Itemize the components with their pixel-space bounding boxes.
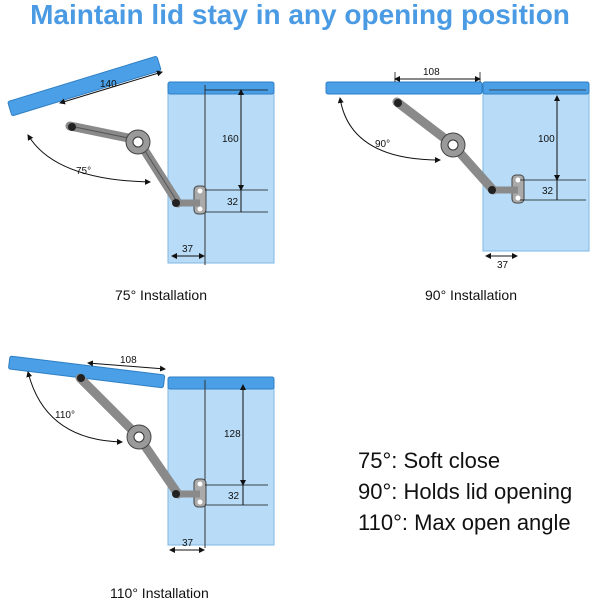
bracket-height-label: 32 bbox=[227, 197, 239, 208]
cabinet-body bbox=[167, 386, 275, 546]
cabinet-top bbox=[482, 81, 590, 95]
note-110: 110°: Max open angle bbox=[358, 510, 571, 535]
lid-length-label: 108 bbox=[423, 67, 440, 78]
angle-label: 90° bbox=[375, 139, 390, 150]
lid-length-label: 108 bbox=[120, 355, 137, 366]
cabinet-top bbox=[167, 81, 275, 95]
arm-height-label: 128 bbox=[224, 429, 241, 440]
cabinet-body bbox=[482, 92, 590, 252]
lid-panel bbox=[7, 56, 162, 117]
arm-height-label: 160 bbox=[222, 134, 239, 145]
stay-arm bbox=[75, 373, 207, 508]
diagram-75: 140 75° 160 32 37 bbox=[7, 56, 275, 265]
page-title: Maintain lid stay in any opening positio… bbox=[30, 0, 570, 30]
cabinet-body bbox=[167, 92, 275, 264]
diagram-90: 108 90° 100 32 37 bbox=[325, 67, 590, 271]
offset-label: 37 bbox=[182, 538, 194, 549]
diagram-110: 108 110° 128 32 37 bbox=[8, 355, 275, 553]
lid-panel bbox=[325, 81, 483, 95]
note-75: 75°: Soft close bbox=[358, 448, 501, 473]
arm-height-label: 100 bbox=[538, 134, 555, 145]
caption-110: 110° Installation bbox=[110, 585, 209, 601]
offset-label: 37 bbox=[182, 244, 194, 255]
caption-90: 90° Installation bbox=[425, 287, 517, 303]
angle-label: 110° bbox=[55, 410, 75, 421]
cabinet-top bbox=[167, 376, 275, 390]
bracket-height-label: 32 bbox=[228, 491, 240, 502]
note-90: 90°: Holds lid opening bbox=[358, 479, 573, 504]
offset-label: 37 bbox=[497, 260, 509, 271]
angle-label: 75° bbox=[76, 166, 91, 177]
lid-length-label: 140 bbox=[100, 79, 117, 90]
caption-75: 75° Installation bbox=[115, 287, 207, 303]
angle-notes: 75°: Soft close 90°: Holds lid opening 1… bbox=[358, 445, 572, 538]
bracket-height-label: 32 bbox=[542, 186, 554, 197]
